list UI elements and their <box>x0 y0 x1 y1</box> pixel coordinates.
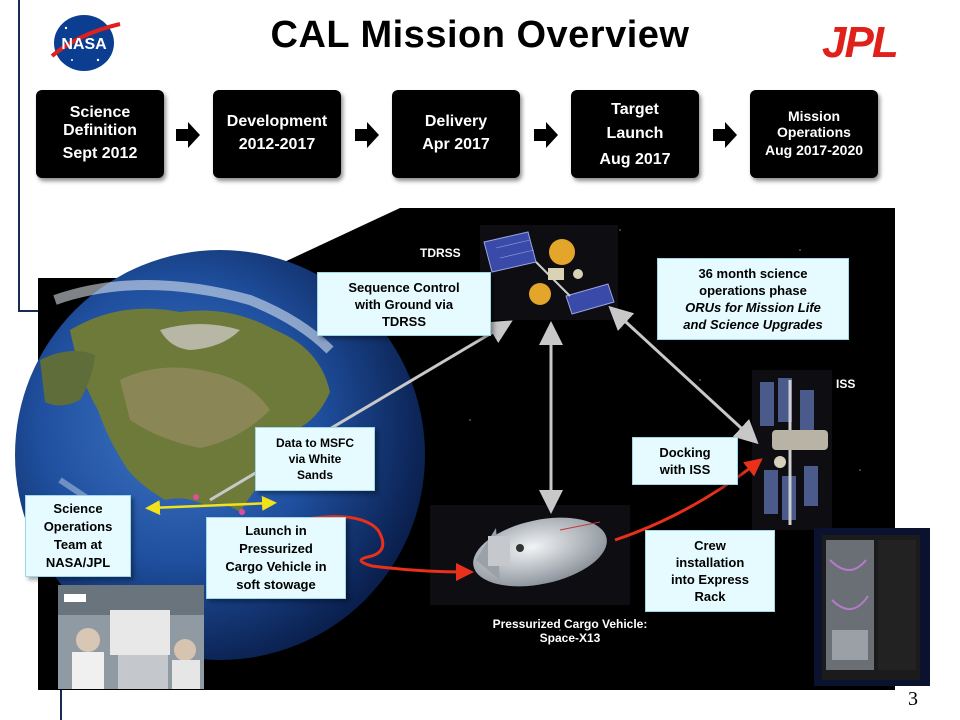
timeline-arrow-3 <box>534 122 558 148</box>
callout-docking: Docking with ISS <box>632 437 738 485</box>
gray-arrow-tdrss-to-iss <box>608 305 759 445</box>
callout-line: Sequence Control <box>348 279 460 295</box>
step-title: Delivery <box>424 113 488 130</box>
callout-line: NASA/JPL <box>45 555 111 570</box>
page-number: 3 <box>908 688 918 710</box>
cargo-vehicle <box>430 505 630 605</box>
step-date: 2012-2017 <box>238 136 316 153</box>
frame-line-left-top <box>18 0 20 312</box>
callout-line: Team at <box>53 537 103 552</box>
callout-line: Crew <box>694 538 726 553</box>
timeline-step-development: Development 2012-2017 <box>213 90 341 178</box>
step-date: Sept 2012 <box>62 145 138 162</box>
lab-photo <box>58 585 204 689</box>
callout-line: operations phase <box>699 283 807 298</box>
callout-line-italic: and Science Upgrades <box>683 317 823 332</box>
step-title: Development <box>226 113 328 130</box>
step-date: Aug 2017-2020 <box>764 142 864 158</box>
callout-line: via White <box>288 452 342 466</box>
step-date: Aug 2017 <box>599 151 671 168</box>
callout-line: into Express <box>670 572 750 587</box>
tdrss-satellite <box>480 225 618 320</box>
nasa-logo-text: NASA <box>61 36 107 53</box>
callout-line: Data to MSFC <box>276 436 354 450</box>
callout-line: Rack <box>694 589 726 604</box>
red-arrow-docking <box>614 458 763 542</box>
callout-line: installation <box>675 555 745 570</box>
callout-line: soft stowage <box>236 577 316 592</box>
yellow-double-arrow <box>145 495 277 516</box>
cargo-vehicle-label-line2: Space-X13 <box>539 631 601 645</box>
timeline-arrow-2 <box>355 122 379 148</box>
timeline-step-target-launch: Target Launch Aug 2017 <box>571 90 699 178</box>
iss-label: ISS <box>836 377 856 391</box>
callout-science-operations-phase: 36 month science operations phase ORUs f… <box>657 258 849 340</box>
callout-line: Launch in <box>245 523 307 538</box>
callout-launch: Launch in Pressurized Cargo Vehicle in s… <box>206 517 346 599</box>
callout-line-italic: ORUs for Mission Life <box>685 300 821 315</box>
callout-sequence-control: Sequence Control with Ground via TDRSS <box>317 272 491 336</box>
callout-data-to-msfc: Data to MSFC via White Sands <box>255 427 375 491</box>
callout-line: Operations <box>43 519 113 534</box>
jpl-logo: JPL <box>822 18 899 67</box>
step-title: Target Launch <box>606 101 664 142</box>
callout-line: TDRSS <box>381 313 427 329</box>
frame-line-left-bottom <box>60 690 62 720</box>
timeline-arrow-1 <box>176 122 200 148</box>
express-rack-photo <box>814 528 930 686</box>
nasa-logo: NASA <box>50 15 121 71</box>
callout-line: Docking <box>659 445 711 460</box>
timeline-step-delivery: Delivery Apr 2017 <box>392 90 520 178</box>
step-title: Mission Operations <box>777 108 851 140</box>
timeline-arrow-4 <box>713 122 737 148</box>
callout-line: with Ground via <box>354 296 454 312</box>
callout-crew-installation: Crew installation into Express Rack <box>645 530 775 612</box>
tdrss-label: TDRSS <box>420 246 461 260</box>
callout-line: Pressurized <box>239 541 313 556</box>
frame-line-horizontal <box>18 310 40 312</box>
callout-line: with ISS <box>659 462 711 477</box>
timeline-step-science-definition: Science Definition Sept 2012 <box>36 90 164 178</box>
cargo-vehicle-label: Pressurized Cargo Vehicle: Space-X13 <box>470 617 670 645</box>
timeline-step-mission-operations: Mission Operations Aug 2017-2020 <box>750 90 878 178</box>
page-title: CAL Mission Overview <box>270 14 690 56</box>
iss-station <box>752 370 832 530</box>
red-arrow-launch <box>299 515 474 581</box>
callout-line: Cargo Vehicle in <box>225 559 327 574</box>
cargo-vehicle-label-line1: Pressurized Cargo Vehicle: <box>492 617 648 631</box>
step-date: Apr 2017 <box>422 136 490 153</box>
callout-line: Science <box>53 501 103 516</box>
callout-line: Sands <box>296 468 333 482</box>
callout-line: 36 month science <box>698 266 808 281</box>
callout-science-operations-team: Science Operations Team at NASA/JPL <box>25 495 131 577</box>
step-title: Science Definition <box>63 104 137 139</box>
